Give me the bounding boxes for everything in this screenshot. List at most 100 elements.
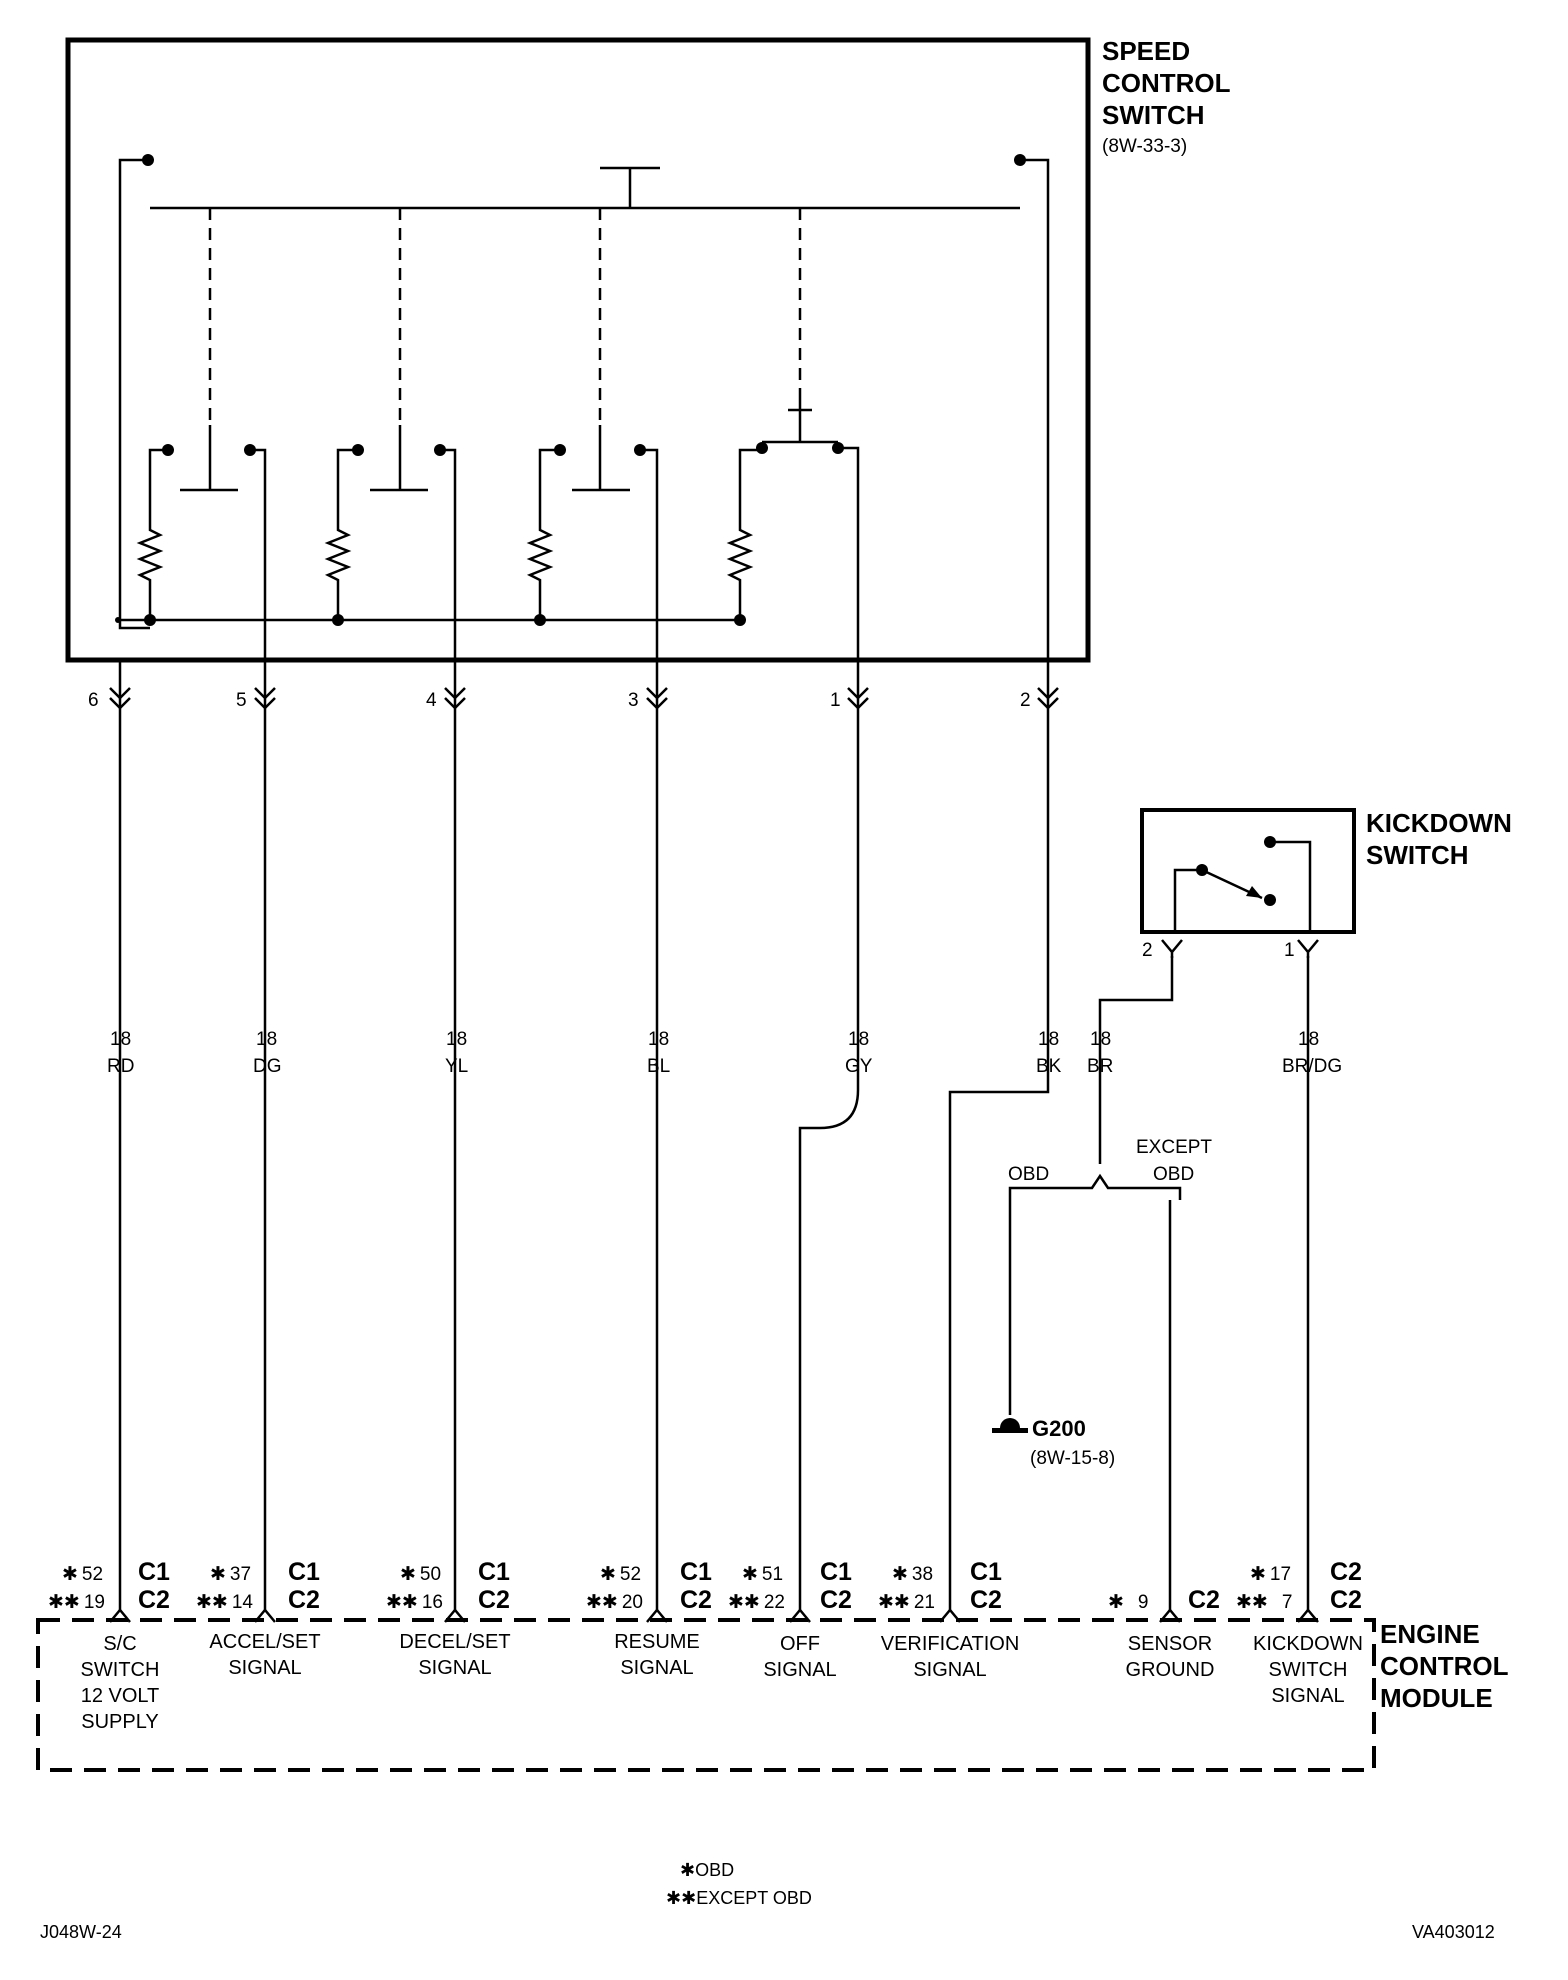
svg-text:SIGNAL: SIGNAL	[1271, 1685, 1344, 1707]
wire-gauge: 18	[1298, 1029, 1319, 1050]
ecm-pin-resume: ✱52 ✱✱20 C1 C2 RESUME SIGNAL	[586, 1558, 712, 1679]
ecm-pin-kickdown: ✱17 ✱✱7 C2 C2 KICKDOWN SWITCH SIGNAL	[1236, 1558, 1363, 1707]
wire-color: YL	[445, 1056, 468, 1077]
svg-text:✱✱14: ✱✱14	[196, 1592, 253, 1613]
svg-text:SIGNAL: SIGNAL	[913, 1659, 986, 1681]
wire-pin6-internal	[118, 158, 150, 630]
svg-text:SIGNAL: SIGNAL	[763, 1659, 836, 1681]
ground-name: G200	[1032, 1416, 1086, 1441]
legend-except-obd: EXCEPT OBD	[696, 1888, 812, 1908]
svg-text:C2: C2	[138, 1586, 170, 1614]
wire-color: RD	[107, 1056, 134, 1077]
svg-text:C2: C2	[1330, 1558, 1362, 1586]
svg-text:KICKDOWN: KICKDOWN	[1253, 1633, 1363, 1655]
wire-pin1-internal	[838, 446, 860, 660]
svg-text:C2: C2	[680, 1586, 712, 1614]
svg-text:VERIFICATION: VERIFICATION	[881, 1633, 1020, 1655]
svg-text:SUPPLY: SUPPLY	[81, 1711, 158, 1733]
svg-text:✱17: ✱17	[1250, 1564, 1291, 1585]
wire-gauge: 18	[110, 1029, 131, 1050]
kickdown-title-2: SWITCH	[1366, 840, 1469, 870]
svg-text:C2: C2	[1188, 1586, 1220, 1614]
svg-text:✱38: ✱38	[892, 1564, 933, 1585]
svg-text:S/C: S/C	[103, 1633, 136, 1655]
speed-switch-title-2: CONTROL	[1102, 68, 1231, 98]
actuator-bar	[150, 166, 1020, 210]
svg-text:✱✱16: ✱✱16	[386, 1592, 443, 1613]
wire-gauge: 18	[648, 1029, 669, 1050]
svg-text:✱51: ✱51	[742, 1564, 783, 1585]
kickdown-pin-2: 2	[1142, 940, 1153, 961]
kickdown-housing	[1140, 808, 1356, 934]
ground-icon	[1000, 1418, 1020, 1428]
contact-dot	[142, 154, 154, 166]
ground-g200: G200 (8W-15-8)	[992, 1416, 1115, 1469]
wire-gauge: 18	[256, 1029, 277, 1050]
contact-dot	[1014, 154, 1026, 166]
splice-except-label-1: EXCEPT	[1136, 1137, 1212, 1158]
svg-text:✱OBD: ✱OBD	[680, 1860, 734, 1880]
svg-text:✱52: ✱52	[62, 1564, 103, 1585]
svg-text:C2: C2	[970, 1586, 1002, 1614]
pin-label: 5	[236, 690, 247, 711]
obd-splice	[1008, 1173, 1182, 1200]
ecm-pin-verification: ✱38 ✱✱21 C1 C2 VERIFICATION SIGNAL	[878, 1558, 1019, 1681]
svg-text:SWITCH: SWITCH	[1269, 1659, 1348, 1681]
ecm-title-1: ENGINE	[1380, 1619, 1480, 1649]
svg-text:DECEL/SET: DECEL/SET	[399, 1631, 510, 1653]
ecm-title-3: MODULE	[1380, 1683, 1493, 1713]
svg-text:SIGNAL: SIGNAL	[620, 1657, 693, 1679]
wire-color: DG	[253, 1056, 282, 1077]
svg-text:C2: C2	[820, 1586, 852, 1614]
svg-text:✱52: ✱52	[600, 1564, 641, 1585]
ecm-pin-accel-set: ✱37 ✱✱14 C1 C2 ACCEL/SET SIGNAL	[196, 1558, 321, 1679]
harness-wires	[118, 660, 1310, 1610]
legend-star: ✱	[680, 1860, 695, 1880]
svg-text:✱50: ✱50	[400, 1564, 441, 1585]
wire-gauge: 18	[1090, 1029, 1111, 1050]
wire-color: GY	[845, 1056, 873, 1077]
svg-text:C1: C1	[680, 1558, 712, 1586]
wire-pin3-internal	[640, 448, 659, 660]
pin-label: 1	[830, 690, 841, 711]
svg-text:✱✱21: ✱✱21	[878, 1592, 935, 1613]
wire-gauge: 18	[848, 1029, 869, 1050]
svg-text:SWITCH: SWITCH	[81, 1659, 160, 1681]
kickdown-switch: KICKDOWN SWITCH 2 1	[1140, 808, 1512, 961]
pin-label: 4	[426, 690, 437, 711]
engine-control-module: ENGINE CONTROL MODULE ✱52 ✱✱19 C1 C2 S/C…	[36, 1558, 1509, 1772]
svg-text:✱✱19: ✱✱19	[48, 1592, 105, 1613]
footer-right-code: VA403012	[1412, 1922, 1495, 1942]
svg-text:12 VOLT: 12 VOLT	[81, 1685, 160, 1707]
legend-obd: OBD	[695, 1860, 734, 1880]
wire-color: BL	[647, 1056, 670, 1077]
wire-pin5-internal	[250, 448, 267, 660]
speed-switch-ref: (8W-33-3)	[1102, 136, 1187, 157]
ecm-pin-sc-supply: ✱52 ✱✱19 C1 C2 S/C SWITCH 12 VOLT SUPPLY	[48, 1558, 170, 1733]
svg-text:C1: C1	[820, 1558, 852, 1586]
svg-text:SIGNAL: SIGNAL	[418, 1657, 491, 1679]
speed-switch-housing	[65, 37, 1091, 663]
wire-color: BK	[1036, 1056, 1062, 1077]
svg-text:GROUND: GROUND	[1126, 1659, 1215, 1681]
wire-gauge: 18	[1038, 1029, 1059, 1050]
pin-label: 3	[628, 690, 639, 711]
svg-text:SENSOR: SENSOR	[1128, 1633, 1212, 1655]
legend: ✱OBD ✱✱EXCEPT OBD	[666, 1860, 812, 1908]
svg-text:C1: C1	[288, 1558, 320, 1586]
svg-text:SIGNAL: SIGNAL	[228, 1657, 301, 1679]
resistors	[136, 448, 762, 620]
ecm-title-2: CONTROL	[1380, 1651, 1509, 1681]
svg-text:✱37: ✱37	[210, 1564, 251, 1585]
svg-text:RESUME: RESUME	[614, 1631, 700, 1653]
svg-text:✱✱7: ✱✱7	[1236, 1592, 1292, 1613]
ecm-pin-off: ✱51 ✱✱22 C1 C2 OFF SIGNAL	[728, 1558, 852, 1681]
speed-switch-title-3: SWITCH	[1102, 100, 1205, 130]
wire-br	[1098, 956, 1174, 1164]
wire-bk	[948, 660, 1050, 1610]
svg-text:C1: C1	[478, 1558, 510, 1586]
footer-left-code: J048W-24	[40, 1922, 122, 1942]
svg-text:OFF: OFF	[780, 1633, 820, 1655]
wire-color: BR/DG	[1282, 1056, 1342, 1077]
